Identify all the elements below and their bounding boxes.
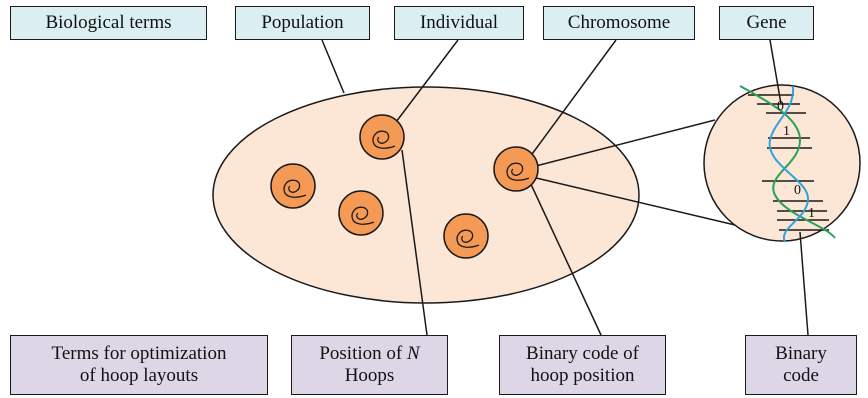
gene-bit-0: 0: [777, 99, 784, 114]
individual-text: Individual: [419, 12, 499, 33]
gene-glyphs: 0 1 0 1: [777, 99, 815, 221]
population-label: Population: [235, 6, 370, 40]
binary-position-connector: [528, 179, 602, 336]
binary-code-line1: Binary: [775, 343, 827, 364]
dna-helix: 0 1 0 1: [739, 85, 836, 243]
individual-circle: [338, 190, 384, 236]
binary-code-line2: code: [783, 365, 819, 386]
zoom-line-lower: [531, 176, 736, 226]
population-ellipse: [212, 86, 640, 304]
position-label: Position of N Hoops: [291, 335, 448, 395]
binary-position-line1: Binary code of: [526, 343, 639, 364]
population-connector: [321, 39, 345, 94]
individual-circle: [359, 114, 405, 160]
gene-bit-1: 1: [783, 124, 790, 139]
dna-strand-green: [739, 85, 836, 239]
dna-strand-blue: [768, 85, 810, 243]
biological-terms-text: Biological terms: [45, 12, 172, 33]
position-var: N: [406, 343, 420, 364]
individuals: [270, 114, 539, 259]
position-line1: Position of N: [319, 343, 419, 365]
individual-circle: [443, 213, 489, 259]
position-prefix: Position of: [319, 343, 407, 364]
individual-circle: [270, 163, 316, 209]
gene-connector: [769, 39, 782, 105]
connector-lines: [321, 39, 809, 336]
gene-bit-3: 1: [808, 206, 815, 221]
binary-code-label: Binary code: [745, 335, 857, 395]
zoom-line-upper: [527, 119, 716, 169]
binary-position-label: Binary code of hoop position: [499, 335, 666, 395]
binary-position-line2: hoop position: [530, 365, 635, 386]
chromosome-connector: [523, 39, 617, 166]
individual-circle-selected: [493, 146, 539, 192]
gene-zoom-circle: [703, 84, 861, 242]
individual-label: Individual: [394, 6, 524, 40]
chromosome-text: Chromosome: [567, 12, 671, 33]
gene-label: Gene: [719, 6, 814, 40]
individual-connector: [395, 39, 459, 123]
terms-optimization-line2: of hoop layouts: [79, 365, 199, 386]
biological-terms-label: Biological terms: [10, 6, 207, 40]
chromosome-label: Chromosome: [543, 6, 695, 40]
terms-optimization-line1: Terms for optimization: [51, 343, 227, 364]
population-text: Population: [261, 12, 344, 33]
base-pair-rungs: [748, 94, 829, 231]
gene-bit-2: 0: [794, 183, 801, 198]
position-connector: [401, 149, 428, 336]
gene-text: Gene: [746, 12, 787, 33]
terms-optimization-label: Terms for optimization of hoop layouts: [10, 335, 268, 395]
binary-code-connector: [799, 231, 809, 336]
position-line2: Hoops: [344, 365, 395, 386]
